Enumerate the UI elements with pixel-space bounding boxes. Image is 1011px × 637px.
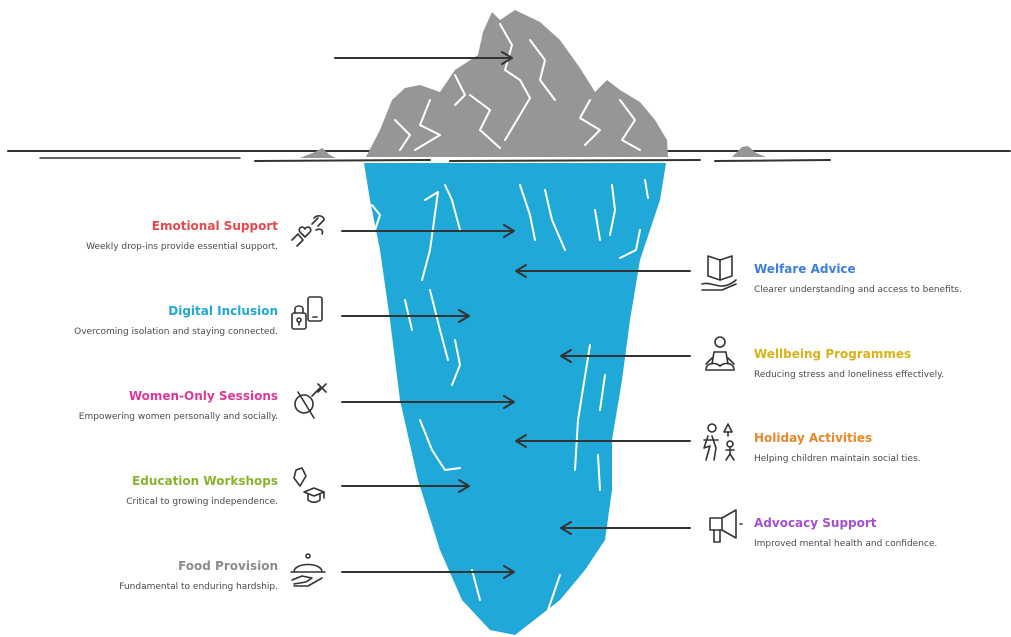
item-food-provision: Food Provision Fundamental to enduring h… [0,558,278,593]
item-education-workshops: Education Workshops Critical to growing … [0,473,278,508]
iceberg-body [364,163,666,635]
item-desc: Reducing stress and loneliness effective… [754,370,945,380]
item-desc: Overcoming isolation and staying connect… [74,327,278,337]
arrow-food [341,565,515,579]
item-holiday-activities: Holiday Activities Helping children main… [754,430,1011,465]
small-ice-left [300,148,336,158]
item-welfare-advice: Welfare Advice Clearer understanding and… [754,261,1011,296]
arrow-wellbeing [560,349,691,363]
hiking-icon [703,423,735,461]
item-title: Holiday Activities [754,431,873,445]
item-title: Advocacy Support [754,516,877,530]
item-title: Wellbeing Programmes [754,347,912,361]
item-title: Women-Only Sessions [128,389,278,403]
female-icon [294,383,327,419]
item-desc: Helping children maintain social ties. [754,454,921,464]
arrow-tip [334,51,513,65]
arrow-emotional [341,224,515,238]
hands-heart-icon [291,215,325,247]
arrow-digital [341,309,470,323]
item-title: Food Provision [178,559,278,573]
item-wellbeing-programmes: Wellbeing Programmes Reducing stress and… [754,346,1011,381]
item-desc: Critical to growing independence. [126,497,278,507]
arrow-holiday [515,434,691,448]
meditation-icon [705,336,735,371]
book-hand-icon [701,255,737,291]
arrow-women [341,395,515,409]
arrows [334,51,691,579]
graduation-cap-icon [293,467,325,504]
item-desc: Improved mental health and confidence. [754,539,938,549]
item-title: Emotional Support [151,219,278,233]
icons [290,215,743,587]
megaphone-icon [709,509,743,543]
item-title: Welfare Advice [754,262,856,276]
food-cloche-icon [290,553,326,587]
small-ice-right [732,146,766,157]
arrow-education [341,479,470,493]
item-title: Digital Inclusion [168,304,278,318]
iceberg-body-cracks [371,179,649,626]
iceberg-tip-cracks [394,23,641,151]
item-title: Education Workshops [132,474,278,488]
phone-lock-icon [291,296,323,330]
arrow-advocacy [560,521,691,535]
item-desc: Fundamental to enduring hardship. [119,582,278,592]
iceberg-tip [366,10,668,157]
item-desc: Clearer understanding and access to bene… [754,285,962,295]
item-digital-inclusion: Digital Inclusion Overcoming isolation a… [0,303,278,338]
item-women-only-sessions: Women-Only Sessions Empowering women per… [0,388,278,423]
item-emotional-support: Emotional Support Weekly drop-ins provid… [0,218,278,253]
arrow-welfare [515,264,691,278]
item-desc: Weekly drop-ins provide essential suppor… [86,242,278,252]
item-desc: Empowering women personally and socially… [78,412,278,422]
item-advocacy-support: Advocacy Support Improved mental health … [754,515,1011,550]
